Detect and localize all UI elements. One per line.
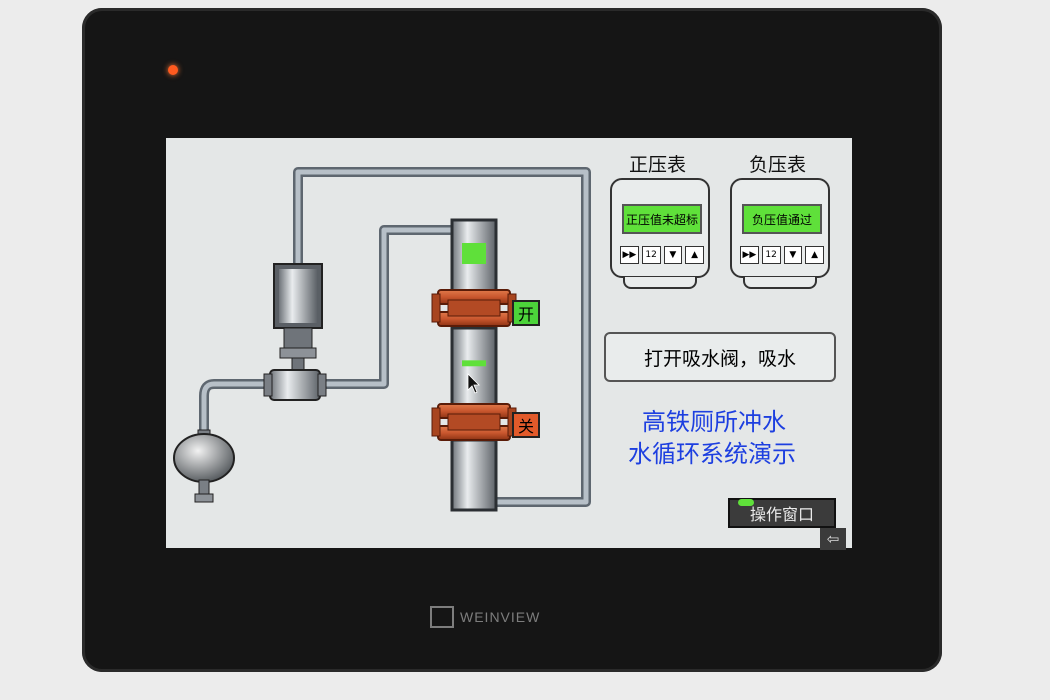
valve-open-button[interactable]: 开 xyxy=(512,300,540,326)
lower-flange-valve xyxy=(431,403,517,441)
operation-window-label: 操作窗口 xyxy=(749,505,814,524)
weinview-logo-icon xyxy=(430,606,454,628)
process-diagram xyxy=(173,167,591,512)
title-line-2: 水循环系统演示 xyxy=(628,440,796,468)
status-message-box: 打开吸水阀，吸水 xyxy=(604,332,836,382)
valve-actuator xyxy=(263,263,327,401)
positive-pressure-gauge: 正压值未超标 ▶▶ 12 ▼ ▲ xyxy=(610,178,710,278)
lower-tank xyxy=(450,438,498,512)
back-arrow-icon[interactable]: ⇦ xyxy=(820,528,846,550)
hmi-screen: 开 关 正压表 正压值未超标 ▶▶ 12 ▼ ▲ 负压表 负压值通过 ▶▶ 12… xyxy=(166,138,852,548)
digit-1-2-icon[interactable]: 12 xyxy=(641,246,661,264)
down-arrow-icon[interactable]: ▼ xyxy=(663,246,683,264)
ball-tank xyxy=(173,429,235,503)
positive-gauge-title: 正压表 xyxy=(629,154,687,176)
indicator-led-icon xyxy=(738,499,754,506)
up-arrow-icon[interactable]: ▲ xyxy=(805,246,824,264)
negative-pressure-gauge: 负压值通过 ▶▶ 12 ▼ ▲ xyxy=(730,178,830,278)
pipe-to-tank xyxy=(199,379,272,434)
fast-forward-icon[interactable]: ▶▶ xyxy=(620,246,639,264)
middle-tank-level xyxy=(462,360,486,367)
valve-close-button[interactable]: 关 xyxy=(512,412,540,438)
negative-gauge-display: 负压值通过 xyxy=(742,204,822,234)
upper-flange-valve xyxy=(431,289,517,327)
negative-gauge-base xyxy=(743,277,817,289)
up-arrow-icon[interactable]: ▲ xyxy=(685,246,704,264)
operation-window-button[interactable]: 操作窗口 xyxy=(728,498,836,528)
down-arrow-icon[interactable]: ▼ xyxy=(783,246,803,264)
pipe-outer-loop xyxy=(293,167,591,507)
positive-gauge-display: 正压值未超标 xyxy=(622,204,702,234)
power-led-icon xyxy=(168,65,178,75)
title-line-1: 高铁厕所冲水 xyxy=(642,408,786,436)
negative-gauge-title: 负压表 xyxy=(749,154,807,176)
brand-name: WEINVIEW xyxy=(460,609,541,625)
fast-forward-icon[interactable]: ▶▶ xyxy=(740,246,759,264)
middle-tank xyxy=(450,326,498,410)
negative-gauge-keys: ▶▶ 12 ▼ ▲ xyxy=(740,246,824,264)
upper-tank-level xyxy=(462,243,486,264)
positive-gauge-base xyxy=(623,277,697,289)
positive-gauge-keys: ▶▶ 12 ▼ ▲ xyxy=(620,246,704,264)
digit-1-2-icon[interactable]: 12 xyxy=(761,246,781,264)
brand-logo: WEINVIEW xyxy=(430,606,540,628)
mouse-cursor-icon xyxy=(467,373,480,394)
